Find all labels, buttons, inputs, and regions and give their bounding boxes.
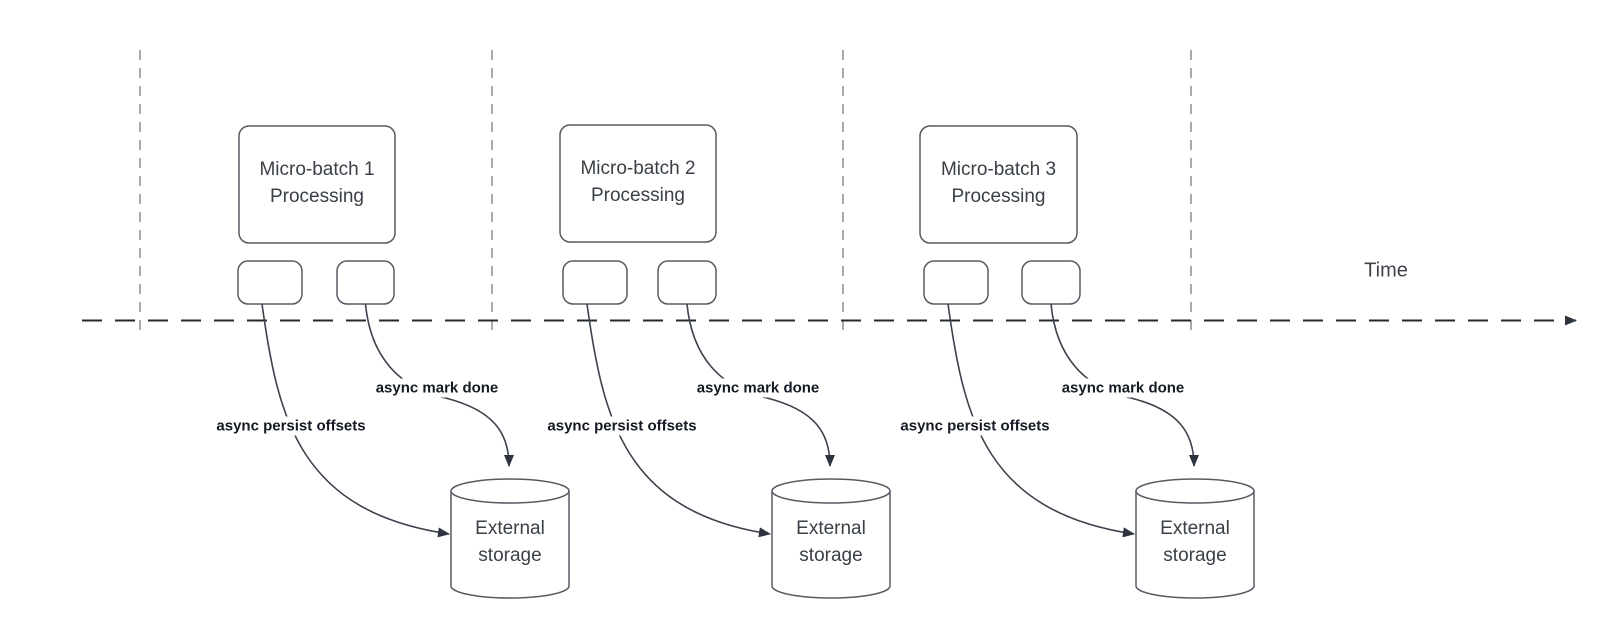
micro-batch-box bbox=[238, 125, 396, 244]
storage-cylinder bbox=[1135, 478, 1255, 599]
mark-done-arrow bbox=[1050, 303, 1199, 467]
micro-batch-box-label: Micro-batch 1 Processing bbox=[259, 156, 374, 210]
external-storage-label: External storage bbox=[796, 515, 866, 569]
micro-batch-title-line2: Processing bbox=[269, 186, 364, 207]
mark-done-arrow bbox=[686, 303, 835, 467]
external-storage-label: External storage bbox=[475, 515, 545, 569]
micro-batch-title-line1: Micro-batch 1 bbox=[259, 159, 375, 180]
micro-batch-box-label: Micro-batch 3 Processing bbox=[941, 156, 1056, 210]
external-storage-line2: storage bbox=[799, 545, 863, 566]
async-mark-done-label: async mark done bbox=[692, 378, 824, 398]
offset-task-box bbox=[562, 260, 628, 305]
storage-cylinder-rim bbox=[450, 490, 570, 504]
external-storage-line2: storage bbox=[478, 545, 542, 566]
micro-batch-title-line1: Micro-batch 2 bbox=[580, 158, 696, 179]
async-persist-offsets-label: async persist offsets bbox=[212, 416, 370, 436]
storage-cylinder-rim bbox=[1135, 490, 1255, 504]
persist-offsets-arrow bbox=[947, 303, 1135, 538]
async-persist-offsets-label: async persist offsets bbox=[896, 416, 1054, 436]
persist-offsets-arrow bbox=[586, 303, 771, 538]
commit-task-box bbox=[1021, 260, 1081, 305]
async-mark-done-label: async mark done bbox=[371, 378, 503, 398]
external-storage-line1: External bbox=[796, 518, 866, 539]
micro-batch-box bbox=[559, 124, 717, 243]
mark-done-arrow bbox=[364, 303, 514, 467]
persist-offsets-arrow bbox=[261, 303, 450, 538]
micro-batch-box-label: Micro-batch 2 Processing bbox=[580, 155, 695, 209]
external-storage-label: External storage bbox=[1160, 515, 1230, 569]
time-axis-label: Time bbox=[1364, 259, 1408, 282]
async-persist-offsets-label: async persist offsets bbox=[543, 416, 701, 436]
external-storage-line1: External bbox=[1160, 518, 1230, 539]
micro-batch-title-line2: Processing bbox=[590, 185, 685, 206]
commit-task-box bbox=[657, 260, 717, 305]
async-mark-done-label: async mark done bbox=[1057, 378, 1189, 398]
offset-task-box bbox=[237, 260, 303, 305]
storage-cylinder bbox=[450, 478, 570, 599]
external-storage-line2: storage bbox=[1163, 545, 1227, 566]
micro-batch-title-line2: Processing bbox=[951, 186, 1046, 207]
commit-task-box bbox=[336, 260, 395, 305]
micro-batch-box bbox=[919, 125, 1078, 244]
storage-cylinder-rim bbox=[771, 490, 891, 504]
micro-batch-title-line1: Micro-batch 3 bbox=[940, 159, 1057, 180]
external-storage-line1: External bbox=[475, 518, 545, 539]
offset-task-box bbox=[923, 260, 989, 305]
storage-cylinder bbox=[771, 478, 891, 599]
